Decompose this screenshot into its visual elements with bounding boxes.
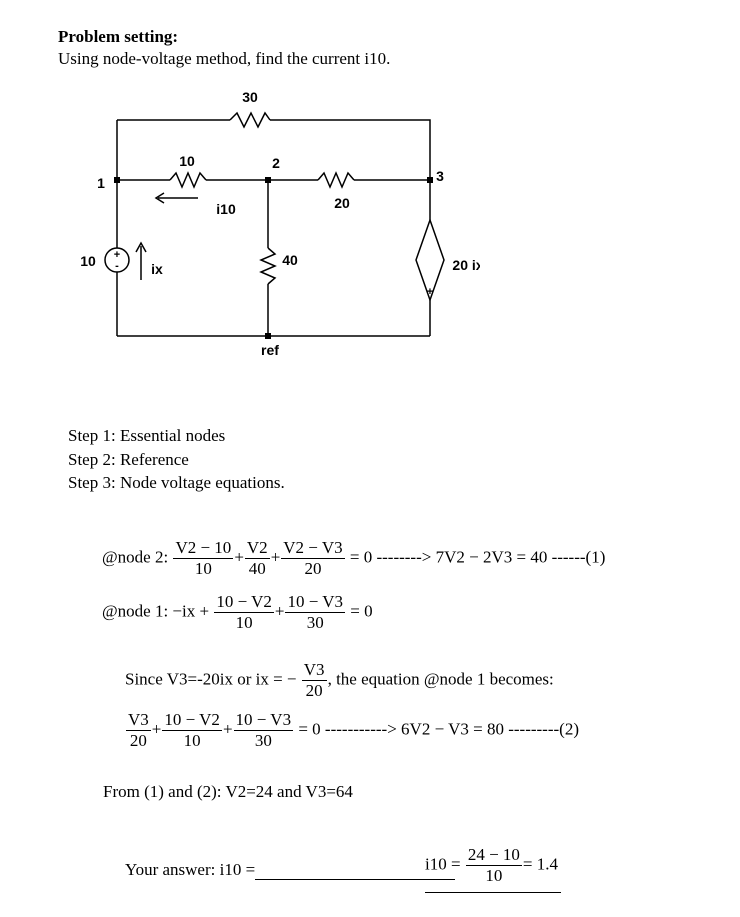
problem-statement: Using node-voltage method, find the curr… <box>58 49 391 68</box>
node1-result: = 0 <box>350 601 373 621</box>
resistor-40 <box>259 247 277 285</box>
step-2: Step 2: Reference <box>68 450 189 469</box>
voltage-source <box>104 247 130 273</box>
frac-den: 10 <box>235 613 253 632</box>
circuit-diagram: + - + 30 10 2 20 40 1 3 ref 10 ix 20 ix … <box>80 89 480 358</box>
step-3: Step 3: Node voltage equations. <box>68 473 285 492</box>
frac-num: 10 − V2 <box>162 710 222 731</box>
node2-result: = 0 --------> 7V2 − 2V3 = 40 ------(1) <box>349 547 606 567</box>
frac-num: V2 − V3 <box>281 538 345 559</box>
step-1: Step 1: Essential nodes <box>68 426 226 445</box>
wire-top-right <box>270 119 431 180</box>
frac-num: 10 − V3 <box>233 710 294 731</box>
frac-den: 10 <box>485 866 503 885</box>
node1-label: @node 1: −ix + <box>102 601 210 621</box>
label-node2: 2 <box>272 155 280 171</box>
frac-den: 20 <box>304 559 322 578</box>
frac-num: V2 − 10 <box>173 538 234 559</box>
label-ref: ref <box>261 342 279 358</box>
frac-den: 20 <box>129 731 147 750</box>
frac-den: 10 <box>194 559 212 578</box>
frac-num: V3 <box>301 660 327 681</box>
solution-line: From (1) and (2): V2=24 and V3=64 <box>103 782 353 801</box>
ix-arrow-head <box>135 241 147 253</box>
frac-num: 10 − V3 <box>285 592 346 613</box>
frac-den: 20 <box>305 681 323 700</box>
label-r40: 40 <box>282 252 298 268</box>
plus-sign: + <box>114 249 120 261</box>
frac-num: 24 − 10 <box>465 845 522 866</box>
minus-sign: - <box>115 260 119 272</box>
dep-plus-sign: + <box>427 286 433 298</box>
problem-title: Problem setting: <box>58 27 179 46</box>
since-text: Since V3=-20ix or ix = − <box>125 669 297 689</box>
node2-label: @node 2: <box>102 547 169 567</box>
label-node1: 1 <box>97 175 105 191</box>
answer-input[interactable] <box>255 865 456 880</box>
frac-num: V3 <box>126 710 151 731</box>
node-3-dot <box>427 177 433 183</box>
answer-row: Your answer: i10 = <box>125 860 456 880</box>
node-1-dot <box>114 177 120 183</box>
i10-arrow-head <box>154 192 165 204</box>
answer-label: Your answer: i10 = <box>125 860 256 879</box>
calc-lhs: i10 = <box>425 854 461 874</box>
label-r20: 20 <box>334 195 350 211</box>
node-ref-dot <box>265 333 271 339</box>
frac-den: 10 <box>183 731 201 750</box>
node-2-dot <box>265 177 271 183</box>
since-tail: , the equation @node 1 becomes: <box>327 669 554 689</box>
resistor-20 <box>317 171 355 189</box>
label-dep-source: 20 ix <box>452 257 480 273</box>
resistor-10 <box>169 171 207 189</box>
label-i10: i10 <box>216 201 236 217</box>
label-source: 10 <box>80 253 96 269</box>
resistor-30 <box>229 111 271 129</box>
eq2-result: = 0 -----------> 6V2 − V3 = 80 ---------… <box>298 719 579 739</box>
frac-den: 30 <box>254 731 272 750</box>
label-r30: 30 <box>242 89 258 105</box>
frac-num: V2 <box>244 538 270 559</box>
label-ix: ix <box>151 261 163 277</box>
frac-num: 10 − V2 <box>214 592 274 613</box>
frac-den: 30 <box>306 613 324 632</box>
label-node3: 3 <box>436 168 444 184</box>
label-r10: 10 <box>179 153 195 169</box>
calc-result: = 1.4 <box>522 854 558 874</box>
frac-den: 40 <box>248 559 266 578</box>
